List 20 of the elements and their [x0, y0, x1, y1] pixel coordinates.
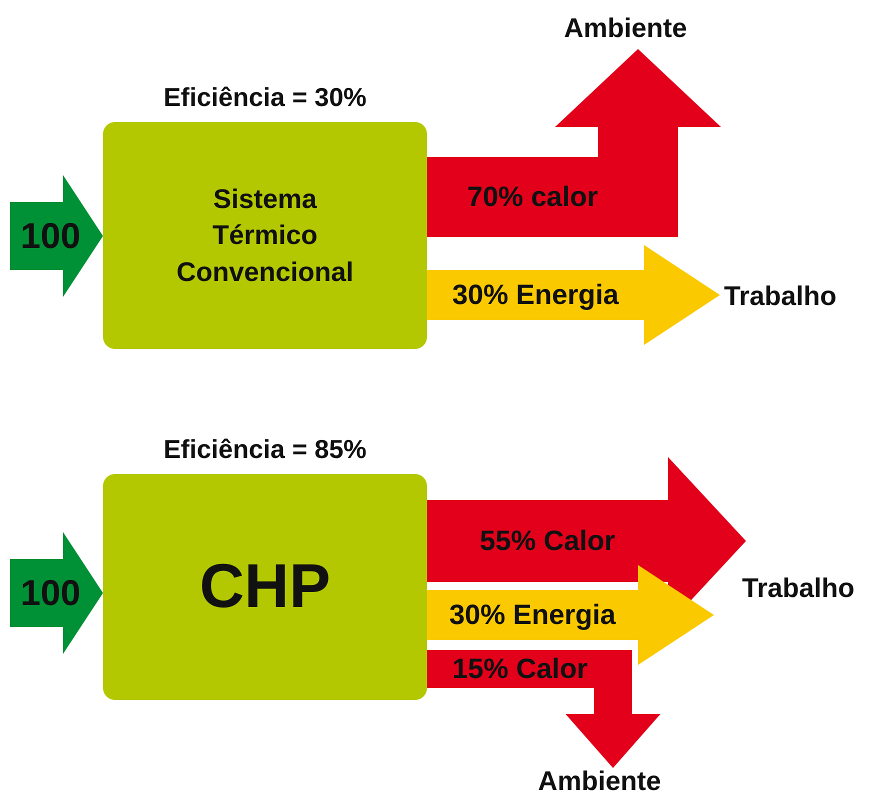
edge-label: 70% calor: [467, 181, 598, 213]
flow-arrow: [427, 245, 720, 345]
output-label: Ambiente: [564, 13, 688, 44]
efficiency-caption: Eficiência = 85%: [162, 434, 368, 465]
edge-label: 30% Energia: [449, 599, 616, 631]
efficiency-caption: Eficiência = 30%: [162, 82, 368, 113]
flow-arrow: [427, 650, 660, 768]
box-title: Sistema Térmico Convencional: [175, 182, 354, 289]
flow-arrow: [10, 532, 103, 654]
output-label: Trabalho: [742, 573, 855, 604]
edge-label: 15% Calor: [452, 653, 588, 685]
edge-label: 100: [20, 572, 81, 614]
output-label: Ambiente: [538, 766, 662, 795]
box-title: CHP: [198, 552, 332, 622]
edge-label: 55% Calor: [480, 525, 616, 557]
edge-label: 30% Energia: [452, 279, 619, 311]
output-label: Trabalho: [724, 281, 837, 312]
flow-arrow: [10, 175, 103, 297]
edge-label: 100: [20, 215, 81, 257]
flow-arrow: [427, 49, 721, 237]
